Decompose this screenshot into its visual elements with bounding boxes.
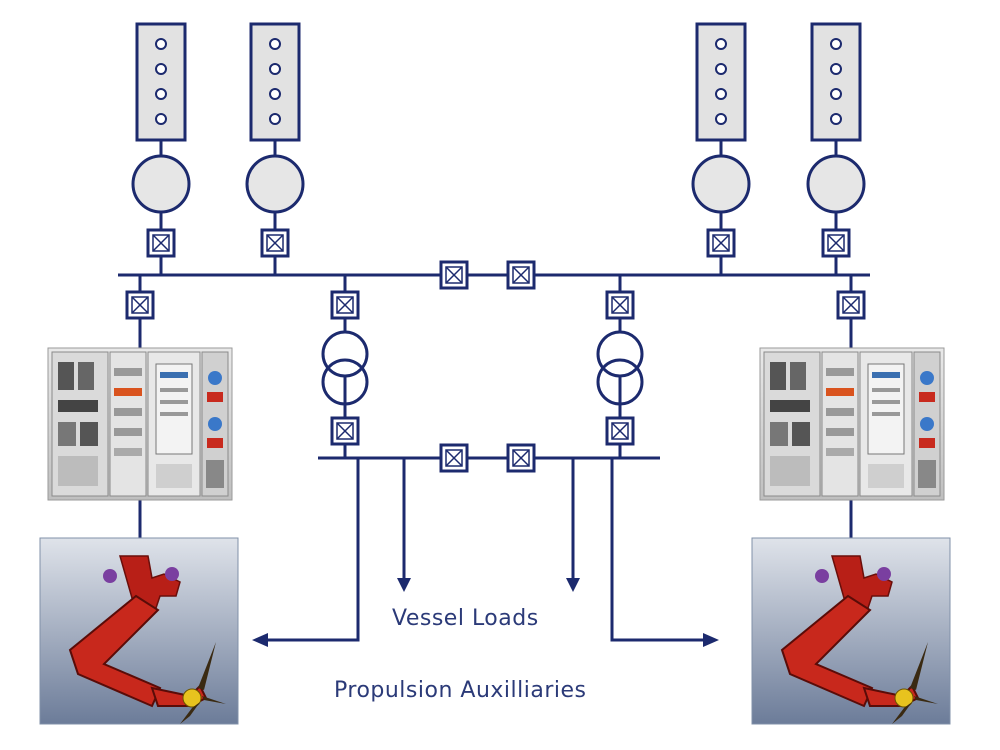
circuit-breaker-icon bbox=[605, 290, 635, 320]
circuit-breaker-icon bbox=[706, 228, 736, 258]
circuit-breaker-icon bbox=[330, 416, 360, 446]
diesel-engine-icon bbox=[810, 22, 862, 142]
circuit-breaker-icon bbox=[439, 443, 469, 473]
circuit-breaker-icon bbox=[605, 416, 635, 446]
circuit-breaker-icon bbox=[330, 290, 360, 320]
drive-cabinet-icon bbox=[47, 347, 233, 501]
transformer-icon bbox=[596, 330, 644, 406]
propulsion-pod-icon bbox=[751, 537, 951, 725]
circuit-breaker-icon bbox=[836, 290, 866, 320]
diesel-engine-icon bbox=[249, 22, 301, 142]
arrow-icon bbox=[703, 633, 719, 647]
transformer-icon bbox=[321, 330, 369, 406]
drive-cabinet-icon bbox=[759, 347, 945, 501]
circuit-breaker-icon bbox=[439, 260, 469, 290]
arrow-icon bbox=[252, 633, 268, 647]
propulsion-pod-icon bbox=[39, 537, 239, 725]
generator-icon bbox=[131, 154, 191, 214]
propulsion-auxiliaries-label: Propulsion Auxilliaries bbox=[334, 678, 587, 703]
arrow-icon bbox=[566, 578, 580, 592]
circuit-breaker-icon bbox=[146, 228, 176, 258]
arrow-icon bbox=[397, 578, 411, 592]
diesel-engine-icon bbox=[695, 22, 747, 142]
circuit-breaker-icon bbox=[125, 290, 155, 320]
diesel-engine-icon bbox=[135, 22, 187, 142]
vessel-loads-label: Vessel Loads bbox=[392, 606, 539, 631]
circuit-breaker-icon bbox=[821, 228, 851, 258]
circuit-breaker-icon bbox=[506, 443, 536, 473]
circuit-breaker-icon bbox=[260, 228, 290, 258]
generator-icon bbox=[245, 154, 305, 214]
generator-icon bbox=[691, 154, 751, 214]
generator-icon bbox=[806, 154, 866, 214]
circuit-breaker-icon bbox=[506, 260, 536, 290]
